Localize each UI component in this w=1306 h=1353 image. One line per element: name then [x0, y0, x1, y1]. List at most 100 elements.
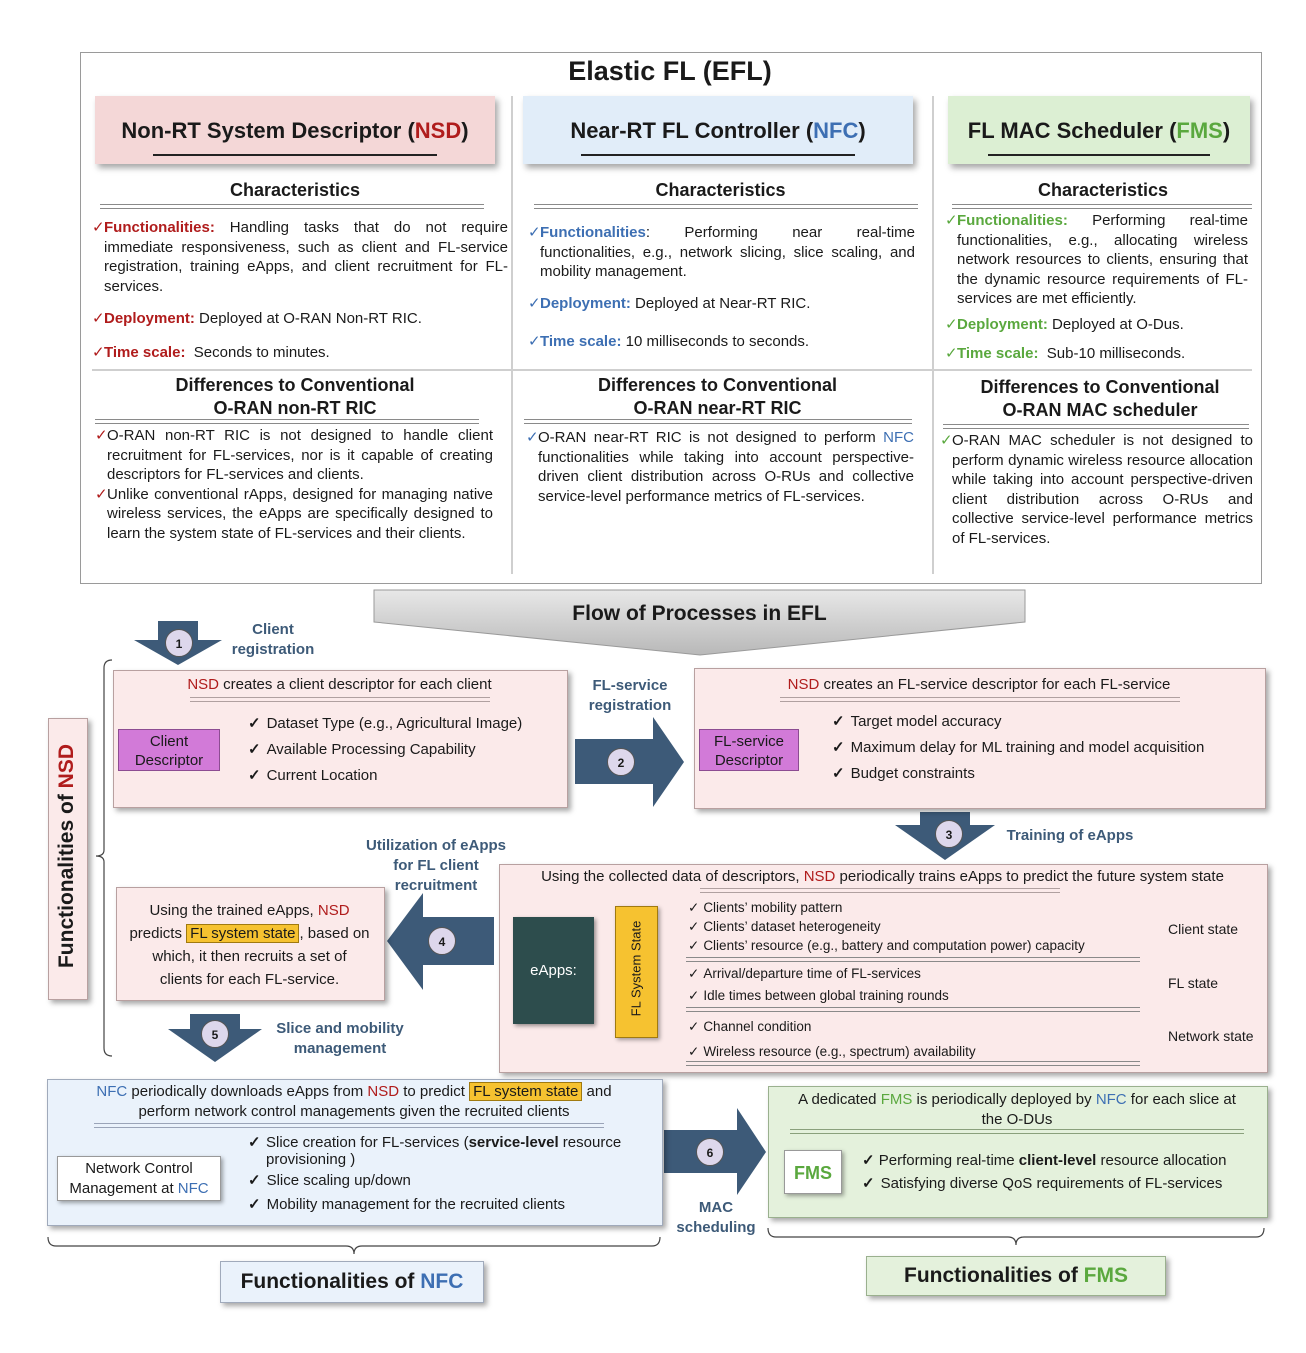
fms-char-title: Characteristics	[1037, 180, 1169, 200]
divider	[780, 697, 1180, 702]
nsd-side-label-box	[48, 718, 88, 1000]
nsd-char-title: Characteristics	[229, 180, 361, 200]
list-item: Dataset Type (e.g., Agricultural Image)	[248, 711, 523, 737]
step-4-circle: 4	[428, 927, 456, 955]
nfc-abbr: NFC	[813, 118, 859, 143]
divider	[790, 1129, 1244, 1134]
nfc-brace	[47, 1236, 661, 1255]
client-state-label: Client state	[1168, 921, 1239, 937]
fms-brace	[767, 1227, 1265, 1246]
fl-state-list: Arrival/departure time of FL-services Id…	[688, 963, 1148, 1007]
service-descriptor-list: Target model accuracy Maximum delay for …	[832, 709, 1205, 787]
recruitment-box	[116, 887, 385, 1001]
nfc-function-list: ✓Slice creation for FL-services (service…	[248, 1134, 660, 1217]
fms-characteristics: Functionalities: Performing real-time fu…	[945, 211, 1248, 364]
header-rule	[153, 154, 437, 156]
nsd-diff-title: Differences to Conventional O-RAN non-RT…	[175, 375, 415, 418]
list-item: Wireless resource (e.g., spectrum) avail…	[688, 1039, 1148, 1064]
step-5-circle: 5	[201, 1020, 229, 1048]
nfc-diff-title: Differences to Conventional O-RAN near-R…	[597, 375, 838, 418]
fms-functions-label: Functionalities of FMS	[866, 1256, 1166, 1296]
list-item: Slice scaling up/down	[248, 1168, 660, 1193]
step-6-circle: 6	[696, 1138, 724, 1166]
list-item: Clients’ mobility pattern	[688, 898, 1148, 917]
service-box-title: NSD creates an FL-service descriptor for…	[787, 676, 1171, 693]
nsd-differences: O-RAN non-RT RIC is not designed to hand…	[95, 426, 493, 543]
divider	[100, 204, 484, 209]
nfc-functions-label: Functionalities of NFC	[220, 1261, 484, 1303]
list-item: ✓ Performing real-time client-level reso…	[862, 1152, 1227, 1169]
fl-system-state-label: FL System State	[628, 920, 644, 1017]
fl-system-state-tag: FL system state	[186, 924, 300, 943]
step-1-circle: 1	[165, 629, 193, 657]
flow-title: Flow of Processes in EFL	[572, 602, 827, 625]
divider	[952, 204, 1252, 209]
nfc-differences: O-RAN near-RT RIC is not designed to per…	[526, 428, 914, 506]
step-3-label: Training of eApps	[1006, 827, 1134, 844]
list-item: Maximum delay for ML training and model …	[832, 735, 1205, 761]
client-box-title: NSD creates a client descriptor for each…	[187, 676, 492, 693]
nsd-header: Non-RT System Descriptor (NSD)	[95, 96, 495, 164]
divider	[943, 424, 1249, 429]
fms-box-title: A dedicated FMS is periodically deployed…	[798, 1091, 1236, 1128]
divider	[524, 419, 912, 424]
nsd-characteristics: Functionalities: Handling tasks that do …	[92, 218, 508, 362]
list-item: ✓Slice creation for FL-services (service…	[248, 1134, 622, 1168]
divider	[686, 1007, 1140, 1012]
divider	[95, 419, 479, 424]
nsd-brace	[95, 659, 113, 1057]
client-descriptor-list: Dataset Type (e.g., Agricultural Image) …	[248, 711, 523, 789]
fms-diff-title: Differences to Conventional O-RAN MAC sc…	[980, 377, 1220, 420]
divider	[94, 1123, 604, 1128]
nfc-header: Near-RT FL Controller (NFC)	[523, 96, 913, 164]
nfc-characteristics: Functionalities: Performing near real-ti…	[528, 223, 915, 352]
list-item: Clients’ resource (e.g., battery and com…	[688, 936, 1148, 955]
list-item: Mobility management for the recruited cl…	[248, 1193, 660, 1217]
recruitment-text: Using the trained eApps, NSD predicts FL…	[129, 902, 370, 988]
fl-system-state-block	[615, 906, 658, 1038]
divider	[190, 697, 490, 702]
fms-abbr: FMS	[1176, 118, 1223, 143]
fms-differences: O-RAN MAC scheduler is not designed to p…	[940, 431, 1253, 548]
divider	[700, 888, 1060, 893]
header-rule	[988, 154, 1210, 156]
divider	[686, 957, 1140, 962]
fms-tag: FMS	[784, 1150, 842, 1194]
nfc-char-title: Characteristics	[655, 180, 786, 200]
flow-arrow	[373, 589, 1026, 656]
list-item: Arrival/departure time of FL-services	[688, 963, 1148, 985]
list-item: Channel condition	[688, 1014, 1148, 1039]
list-item: Current Location	[248, 763, 522, 789]
step-3-circle: 3	[935, 820, 963, 848]
nfc-box-title: NFC periodically downloads eApps from NS…	[96, 1082, 612, 1120]
nsd-side-label: Functionalities of NSD	[55, 744, 78, 969]
list-item: Budget constraints	[832, 761, 1204, 787]
column-separator	[511, 96, 513, 574]
eapps-block: eApps:	[513, 917, 594, 1024]
fl-system-state-tag: FL system state	[469, 1082, 583, 1101]
list-item: Available Processing Capability	[248, 737, 522, 763]
list-item: Satisfying diverse QoS requirements of F…	[862, 1172, 1266, 1195]
network-state-list: Channel condition Wireless resource (e.g…	[688, 1014, 1148, 1064]
network-control-box: Network Control Management at NFC	[57, 1156, 221, 1201]
list-item: Target model accuracy	[832, 709, 1204, 735]
fms-functions-box	[768, 1086, 1268, 1218]
step-2-circle: 2	[607, 748, 635, 776]
network-state-label: Network state	[1168, 1028, 1254, 1044]
nsd-abbr: NSD	[414, 118, 462, 143]
fl-state-label: FL state	[1168, 975, 1219, 991]
list-item: Idle times between global training round…	[688, 985, 1148, 1007]
fms-header: FL MAC Scheduler (FMS)	[948, 96, 1250, 164]
divider	[686, 1061, 1140, 1066]
divider	[534, 204, 918, 209]
header-rule	[581, 154, 855, 156]
section-separator	[92, 369, 1252, 371]
client-state-list: Clients’ mobility pattern Clients’ datas…	[688, 898, 1148, 955]
